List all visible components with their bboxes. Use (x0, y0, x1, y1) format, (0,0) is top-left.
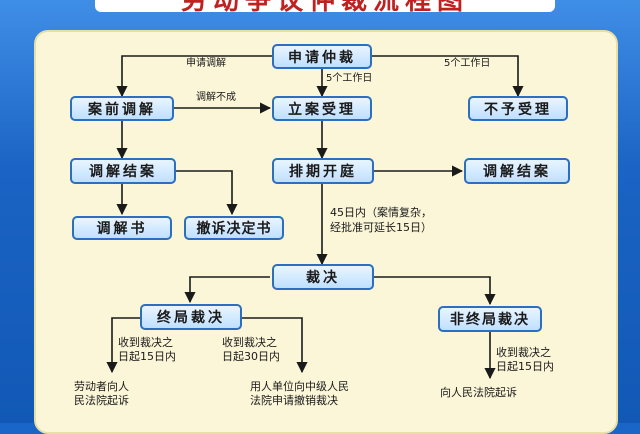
node-mediation-end-left: 调解结案 (70, 158, 176, 184)
label-final-15-days-line1: 收到裁决之 (118, 336, 173, 349)
label-final-30-days-line2: 日起30日内 (222, 350, 280, 363)
label-45-days-line2: 经批准可延长15日） (330, 221, 432, 234)
label-final-15-days-line2: 日起15日内 (118, 350, 176, 363)
label-non-final-15-days-line2: 日起15日内 (496, 360, 554, 373)
arrow-final-to-worker (106, 317, 140, 374)
title-banner: 劳动争议仲裁流程图 (95, 0, 555, 12)
connector-lines (106, 55, 524, 380)
node-mediation-end-right: 调解结案 (464, 158, 570, 184)
page-title: 劳动争议仲裁流程图 (95, 0, 555, 12)
result-employer-revoke-line2: 法院申请撤销裁决 (250, 394, 338, 407)
node-schedule-hearing: 排期开庭 (272, 158, 374, 184)
arrow-ruling-to-final (184, 276, 270, 304)
label-five-days-middle: 5个工作日 (326, 73, 373, 84)
node-ruling: 裁决 (272, 264, 374, 290)
arrow-final-to-employer (242, 317, 308, 374)
label-five-days-right: 5个工作日 (444, 58, 491, 69)
label-45-days-line1: 45日内（案情复杂， (330, 206, 432, 219)
result-employer-revoke-line1: 用人单位向中级人民 (250, 380, 349, 393)
result-sue-court: 向人民法院起诉 (440, 386, 517, 399)
node-mediation-document: 调解书 (72, 216, 172, 240)
arrow-ruling-to-non-final (374, 276, 496, 306)
node-reject-case: 不予受理 (468, 96, 568, 121)
label-non-final-15-days-line1: 收到裁决之 (496, 346, 551, 359)
arrow-to-withdraw-doc (176, 170, 238, 216)
node-non-final-ruling: 非终局裁决 (438, 306, 542, 332)
arrow-apply-to-reject (372, 55, 524, 98)
node-accept-case: 立案受理 (272, 96, 372, 121)
result-worker-sue-line1: 劳动者向人 (74, 380, 129, 393)
arrow-apply-to-pre-mediation (116, 55, 272, 98)
result-worker-sue-line2: 民法院起诉 (74, 394, 129, 407)
node-apply-arbitration: 申请仲裁 (272, 44, 372, 69)
label-apply-mediation: 申请调解 (186, 58, 226, 69)
label-final-30-days-line1: 收到裁决之 (222, 336, 277, 349)
node-final-ruling: 终局裁决 (140, 304, 242, 330)
label-mediation-failed: 调解不成 (196, 92, 236, 103)
node-withdrawal-decision: 撤诉决定书 (184, 216, 284, 240)
node-pre-mediation: 案前调解 (70, 96, 174, 121)
